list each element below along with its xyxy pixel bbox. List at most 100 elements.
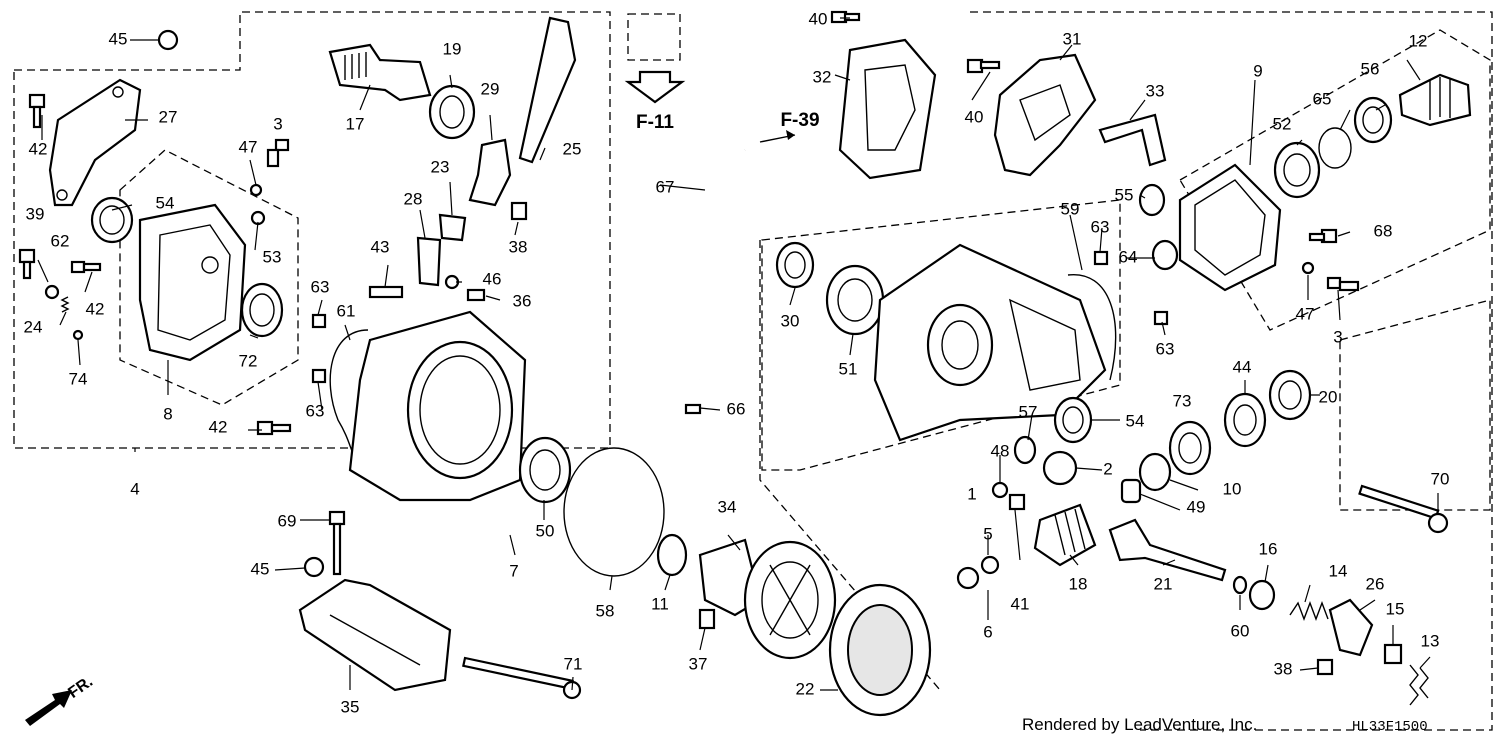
seal-54-left bbox=[90, 196, 134, 244]
callout-9[interactable]: 9 bbox=[1253, 61, 1262, 80]
callout-70[interactable]: 70 bbox=[1431, 469, 1450, 488]
callout-54-2[interactable]: 54 bbox=[1126, 411, 1145, 430]
callout-25[interactable]: 25 bbox=[563, 139, 582, 158]
callout-49[interactable]: 49 bbox=[1187, 497, 1206, 516]
callout-66[interactable]: 66 bbox=[727, 399, 746, 418]
callout-52[interactable]: 52 bbox=[1273, 114, 1292, 133]
callout-7[interactable]: 7 bbox=[509, 561, 518, 580]
sleeve-20 bbox=[1268, 369, 1312, 421]
callout-8[interactable]: 8 bbox=[163, 404, 172, 423]
callout-42-2[interactable]: 42 bbox=[86, 299, 105, 318]
callout-45-2[interactable]: 45 bbox=[251, 559, 270, 578]
callout-23[interactable]: 23 bbox=[431, 157, 450, 176]
callout-58[interactable]: 58 bbox=[596, 601, 615, 620]
bearing-50 bbox=[518, 436, 572, 504]
arm-33 bbox=[1098, 113, 1167, 167]
callout-63-2[interactable]: 63 bbox=[306, 401, 325, 420]
callout-17[interactable]: 17 bbox=[346, 114, 365, 133]
callout-12[interactable]: 12 bbox=[1409, 31, 1428, 50]
callout-71[interactable]: 71 bbox=[564, 654, 583, 673]
callout-59[interactable]: 59 bbox=[1061, 199, 1080, 218]
reference-f11[interactable]: F-11 bbox=[636, 112, 674, 133]
callout-42[interactable]: 42 bbox=[29, 139, 48, 158]
callout-47-2[interactable]: 47 bbox=[1296, 304, 1315, 323]
callout-57[interactable]: 57 bbox=[1019, 402, 1038, 421]
callout-42-3[interactable]: 42 bbox=[209, 417, 228, 436]
callout-68[interactable]: 68 bbox=[1374, 221, 1393, 240]
callout-63[interactable]: 63 bbox=[311, 277, 330, 296]
callout-38-2[interactable]: 38 bbox=[1274, 659, 1293, 678]
callout-22[interactable]: 22 bbox=[796, 679, 815, 698]
washer-60 bbox=[1232, 575, 1248, 595]
callout-37[interactable]: 37 bbox=[689, 654, 708, 673]
callout-21[interactable]: 21 bbox=[1154, 574, 1173, 593]
callout-11[interactable]: 11 bbox=[651, 594, 669, 613]
callout-1[interactable]: 1 bbox=[967, 484, 976, 503]
callout-26[interactable]: 26 bbox=[1366, 574, 1385, 593]
callout-44[interactable]: 44 bbox=[1233, 357, 1252, 376]
ref-f39-arrow bbox=[759, 130, 796, 143]
callout-46[interactable]: 46 bbox=[483, 269, 502, 288]
callout-48[interactable]: 48 bbox=[991, 441, 1010, 460]
callout-51[interactable]: 51 bbox=[839, 359, 858, 378]
callout-54[interactable]: 54 bbox=[156, 193, 175, 212]
callout-53[interactable]: 53 bbox=[263, 247, 282, 266]
callout-73[interactable]: 73 bbox=[1173, 391, 1192, 410]
callout-2[interactable]: 2 bbox=[1103, 459, 1112, 478]
gasket-59 bbox=[1067, 274, 1117, 381]
callout-30[interactable]: 30 bbox=[781, 311, 800, 330]
callout-63-3[interactable]: 63 bbox=[1091, 217, 1110, 236]
callout-64[interactable]: 64 bbox=[1119, 247, 1138, 266]
callout-13[interactable]: 13 bbox=[1421, 631, 1440, 650]
callout-3[interactable]: 3 bbox=[273, 114, 282, 133]
callout-69[interactable]: 69 bbox=[278, 511, 297, 530]
callout-31[interactable]: 31 bbox=[1063, 29, 1082, 48]
callout-29[interactable]: 29 bbox=[481, 79, 500, 98]
bushing-5 bbox=[956, 555, 1000, 590]
callout-24[interactable]: 24 bbox=[24, 317, 43, 336]
bolt-71 bbox=[462, 656, 582, 700]
callout-5[interactable]: 5 bbox=[983, 524, 992, 543]
callout-6[interactable]: 6 bbox=[983, 622, 992, 641]
callout-33[interactable]: 33 bbox=[1146, 81, 1165, 100]
callout-50[interactable]: 50 bbox=[536, 521, 555, 540]
callout-65[interactable]: 65 bbox=[1313, 89, 1332, 108]
callout-47[interactable]: 47 bbox=[239, 137, 258, 156]
callout-36[interactable]: 36 bbox=[513, 291, 532, 310]
callout-38[interactable]: 38 bbox=[509, 237, 528, 256]
callout-27[interactable]: 27 bbox=[159, 107, 178, 126]
callout-16[interactable]: 16 bbox=[1259, 539, 1278, 558]
callout-35[interactable]: 35 bbox=[341, 697, 360, 716]
reference-f39[interactable]: F-39 bbox=[780, 110, 819, 131]
callout-20[interactable]: 20 bbox=[1319, 387, 1338, 406]
callout-10[interactable]: 10 bbox=[1223, 479, 1242, 498]
callout-40[interactable]: 40 bbox=[809, 9, 828, 28]
callout-43[interactable]: 43 bbox=[371, 237, 390, 256]
callout-39[interactable]: 39 bbox=[26, 204, 45, 223]
callout-67[interactable]: 67 bbox=[656, 177, 675, 196]
callout-18[interactable]: 18 bbox=[1069, 574, 1088, 593]
callout-14[interactable]: 14 bbox=[1329, 561, 1348, 580]
callout-3-2[interactable]: 3 bbox=[1333, 327, 1342, 346]
callout-63-4[interactable]: 63 bbox=[1156, 339, 1175, 358]
callout-4[interactable]: 4 bbox=[130, 479, 139, 498]
callout-41[interactable]: 41 bbox=[1011, 594, 1030, 613]
callout-56[interactable]: 56 bbox=[1361, 59, 1380, 78]
callout-60[interactable]: 60 bbox=[1231, 621, 1250, 640]
outline-group-6 bbox=[761, 199, 1121, 471]
callout-61[interactable]: 61 bbox=[337, 301, 356, 320]
callout-45[interactable]: 45 bbox=[109, 29, 128, 48]
hose-67 bbox=[697, 147, 747, 381]
callout-32[interactable]: 32 bbox=[813, 67, 832, 86]
callout-40-2[interactable]: 40 bbox=[965, 107, 984, 126]
callout-15[interactable]: 15 bbox=[1386, 599, 1405, 618]
callout-34[interactable]: 34 bbox=[718, 497, 737, 516]
callout-72[interactable]: 72 bbox=[239, 351, 258, 370]
callout-62[interactable]: 62 bbox=[51, 231, 70, 250]
callout-55[interactable]: 55 bbox=[1115, 185, 1134, 204]
gear-case-6 bbox=[873, 243, 1107, 442]
bolt-38-lower bbox=[1316, 658, 1334, 676]
callout-28[interactable]: 28 bbox=[404, 189, 423, 208]
callout-74[interactable]: 74 bbox=[69, 369, 88, 388]
callout-19[interactable]: 19 bbox=[443, 39, 462, 58]
